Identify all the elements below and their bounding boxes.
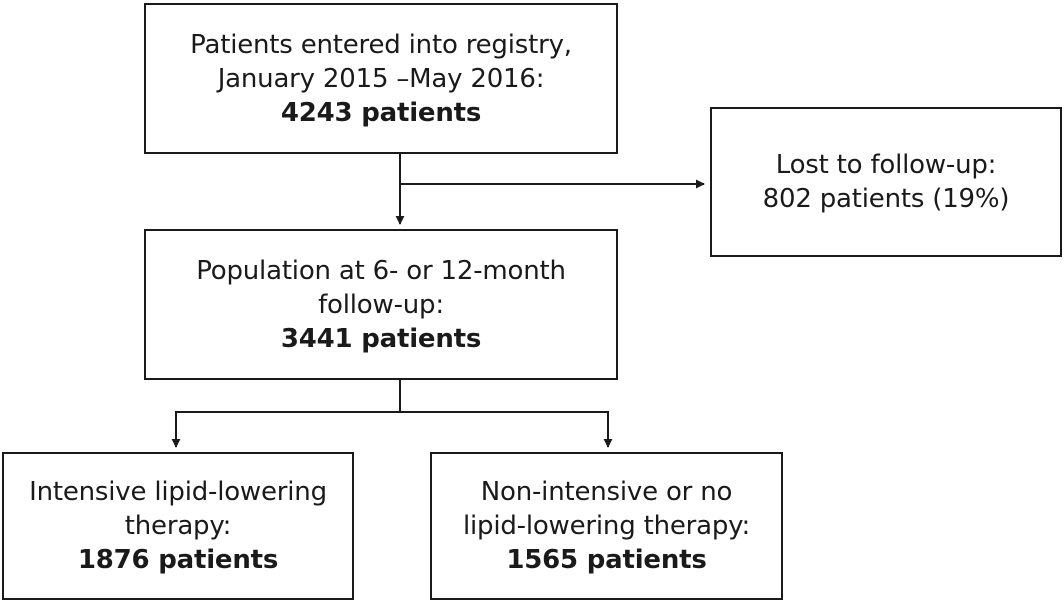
followup-line-1: Population at 6- or 12-month xyxy=(196,255,566,286)
registry-count: 4243 patients xyxy=(280,97,482,128)
non-intensive-therapy-box: Non-intensive or no lipid-lowering thera… xyxy=(430,452,783,600)
registry-line-1: Patients entered into registry, xyxy=(190,29,572,60)
lost-line-1: Lost to follow-up: xyxy=(775,150,997,180)
intensive-therapy-box: Intensive lipid-lowering therapy: 1876 p… xyxy=(2,452,354,600)
nonintensive-line-2: lipid-lowering therapy: xyxy=(462,511,751,541)
intensive-count: 1876 patients xyxy=(77,545,279,575)
followup-count: 3441 patients xyxy=(280,323,482,354)
nonintensive-line-1: Non-intensive or no xyxy=(480,477,733,507)
follow-up-population-box: Population at 6- or 12-month follow-up: … xyxy=(144,229,618,380)
intensive-line-1: Intensive lipid-lowering xyxy=(29,477,327,507)
nonintensive-count: 1565 patients xyxy=(506,545,707,575)
lost-to-follow-up-box: Lost to follow-up: 802 patients (19%) xyxy=(710,107,1062,257)
registry-box: Patients entered into registry, January … xyxy=(144,3,618,154)
lost-line-2: 802 patients (19%) xyxy=(762,184,1010,214)
registry-line-2: January 2015 –May 2016: xyxy=(217,63,545,94)
intensive-line-2: therapy: xyxy=(124,511,232,541)
followup-line-2: follow-up: xyxy=(318,289,444,320)
connector-split xyxy=(175,380,609,413)
